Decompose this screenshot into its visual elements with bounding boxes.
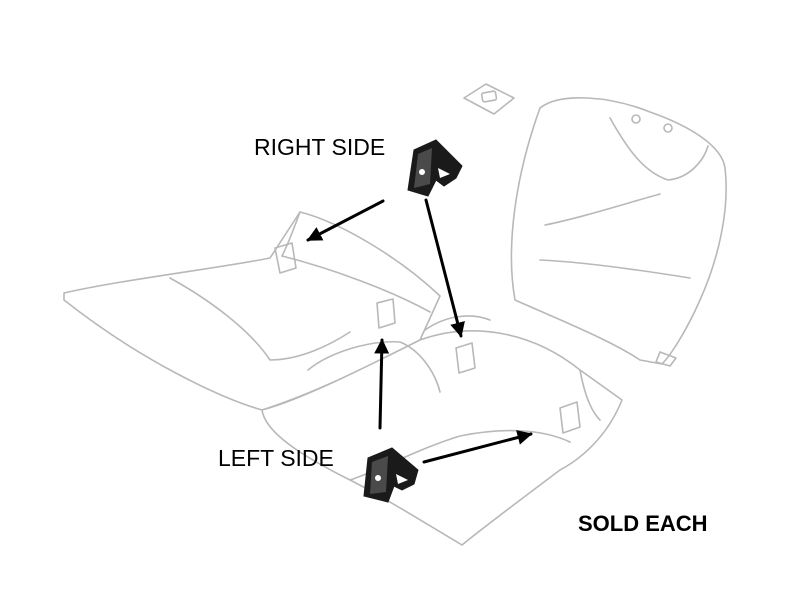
mount-slots	[274, 242, 581, 434]
arrow-left-to-front-slot	[422, 430, 533, 464]
seat-back	[510, 97, 727, 367]
sold-each-label: SOLD EACH	[578, 511, 708, 536]
pointer-arrows	[306, 198, 533, 464]
arrow-left-to-center-slot	[374, 338, 390, 430]
arrow-right-to-back-slot	[306, 199, 385, 242]
left-side-label: LEFT SIDE	[218, 445, 334, 471]
right-side-hook-part	[407, 139, 463, 197]
right-side-label: RIGHT SIDE	[254, 134, 386, 160]
arrow-right-to-center-slot	[424, 198, 465, 338]
loose-clip-piece	[463, 83, 515, 115]
left-side-hook-part	[363, 447, 419, 503]
